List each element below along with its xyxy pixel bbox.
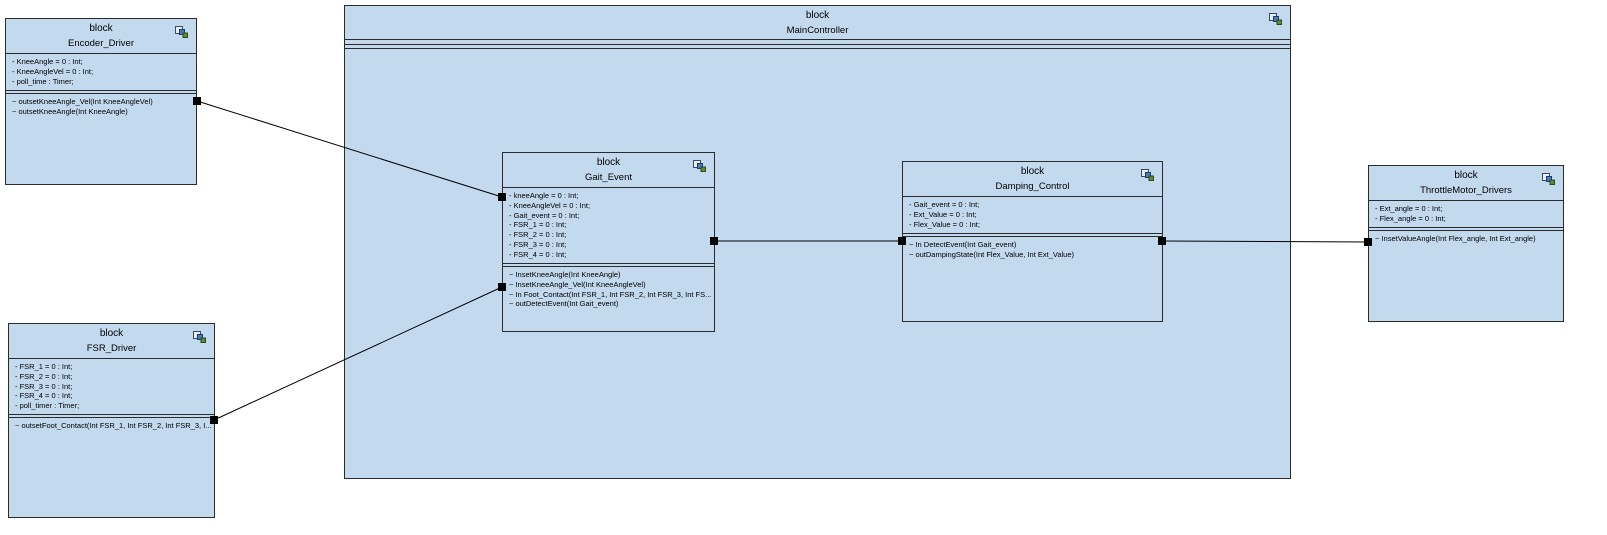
attribute-line: - KneeAngleVel = 0 : Int; [12,66,94,76]
attributes-compartment: - Ext_angle = 0 : Int;- Flex_angle = 0 :… [1369,201,1563,227]
block-throttle-motor-drivers[interactable]: block ThrottleMotor_Drivers - Ext_angle … [1368,165,1564,322]
attribute-line: - Flex_Value = 0 : Int; [909,219,980,229]
block-header: block Encoder_Driver [6,19,196,54]
block-header: block Damping_Control [903,162,1162,197]
compartment-divider [1369,227,1563,231]
attribute-line: - FSR_4 = 0 : Int; [509,249,567,259]
operation-line: ~ outsetKneeAngle(Int KneeAngle) [12,106,128,116]
block-element-icon [1269,13,1282,25]
attributes-compartment: - FSR_1 = 0 : Int;- FSR_2 = 0 : Int;- FS… [9,359,214,414]
attributes-compartment: - kneeAngle = 0 : Int;- KneeAngleVel = 0… [503,188,714,263]
compartment-divider [6,90,196,94]
operation-line: ~ InsetKneeAngle_Vel(Int KneeAngleVel) [509,279,646,289]
attribute-line: - Flex_angle = 0 : Int; [1375,213,1446,223]
block-header: block ThrottleMotor_Drivers [1369,166,1563,201]
operations-compartment: ~ outsetKneeAngle_Vel(Int KneeAngleVel)~… [6,94,196,120]
compartment-divider [345,40,1290,49]
port-gait-foot-in[interactable] [498,283,506,291]
operations-compartment: ~ InsetKneeAngle(Int KneeAngle)~ InsetKn… [503,267,714,312]
block-encoder-driver[interactable]: block Encoder_Driver - KneeAngle = 0 : I… [5,18,197,185]
block-name: Gait_Event [585,172,632,183]
attribute-line: - Ext_angle = 0 : Int; [1375,204,1443,213]
compartment-divider [503,263,714,267]
block-gait-event[interactable]: block Gait_Event - kneeAngle = 0 : Int;-… [502,152,715,332]
block-stereotype: block [1020,166,1045,177]
block-element-icon [1141,169,1154,181]
operations-compartment: ~ InsetValueAngle(Int Flex_angle, Int Ex… [1369,231,1563,247]
attribute-line: - poll_timer : Timer; [15,401,80,411]
operation-line: ~ InsetKneeAngle(Int KneeAngle) [509,270,621,279]
block-element-icon [193,331,206,343]
operation-line: ~ outDetectEvent(Int Gait_event) [509,299,619,309]
attribute-line: - FSR_3 = 0 : Int; [15,381,73,391]
operation-line: ~ In Foot_Contact(Int FSR_1, Int FSR_2, … [509,289,712,299]
attribute-line: - KneeAngle = 0 : Int; [12,57,83,66]
attribute-line: - FSR_2 = 0 : Int; [509,230,567,240]
block-stereotype: block [89,23,113,34]
attributes-compartment: - Gait_event = 0 : Int;- Ext_Value = 0 :… [903,197,1162,233]
port-throttle-in[interactable] [1364,238,1372,246]
operation-line: ~ outDampingState(Int Flex_Value, Int Ex… [909,249,1075,259]
block-fsr-driver[interactable]: block FSR_Driver - FSR_1 = 0 : Int;- FSR… [8,323,215,518]
compartment-divider [903,233,1162,237]
block-name: Damping_Control [995,181,1070,192]
port-encoder-out[interactable] [193,97,201,105]
operations-compartment: ~ outsetFoot_Contact(Int FSR_1, Int FSR_… [9,418,214,434]
operations-compartment: ~ In DetectEvent(Int Gait_event)~ outDam… [903,237,1162,263]
attribute-line: - kneeAngle = 0 : Int; [509,191,579,200]
attribute-line: - poll_time : Timer; [12,76,74,86]
attribute-line: - KneeAngleVel = 0 : Int; [509,200,591,210]
attribute-line: - FSR_4 = 0 : Int; [15,391,73,401]
operation-line: ~ In DetectEvent(Int Gait_event) [909,240,1017,249]
block-header: block FSR_Driver [9,324,214,359]
attribute-line: - Gait_event = 0 : Int; [509,210,580,220]
block-damping-control[interactable]: block Damping_Control - Gait_event = 0 :… [902,161,1163,322]
block-element-icon [1542,173,1555,185]
block-element-icon [175,26,188,38]
block-name: Encoder_Driver [68,38,134,49]
block-stereotype: block [596,157,621,168]
attribute-line: - FSR_1 = 0 : Int; [15,362,73,371]
port-damping-in[interactable] [898,237,906,245]
block-element-icon [693,160,706,172]
port-gait-event-out[interactable] [710,237,718,245]
attribute-line: - FSR_3 = 0 : Int; [509,239,567,249]
attribute-line: - Gait_event = 0 : Int; [909,200,980,209]
block-name: MainController [786,25,849,36]
attribute-line: - FSR_1 = 0 : Int; [509,220,567,230]
compartment-divider [9,414,214,418]
block-header: block MainController [345,6,1290,40]
block-stereotype: block [805,10,830,21]
port-damping-out[interactable] [1158,237,1166,245]
port-fsr-out[interactable] [210,416,218,424]
operation-line: ~ outsetKneeAngle_Vel(Int KneeAngleVel) [12,97,153,106]
port-gait-knee-in[interactable] [498,193,506,201]
block-name: ThrottleMotor_Drivers [1420,185,1512,196]
operation-line: ~ InsetValueAngle(Int Flex_angle, Int Ex… [1375,234,1536,243]
block-stereotype: block [99,328,124,339]
attribute-line: - FSR_2 = 0 : Int; [15,371,73,381]
block-header: block Gait_Event [503,153,714,188]
block-stereotype: block [1454,170,1478,181]
operation-line: ~ outsetFoot_Contact(Int FSR_1, Int FSR_… [15,421,212,430]
attributes-compartment: - KneeAngle = 0 : Int;- KneeAngleVel = 0… [6,54,196,90]
attribute-line: - Ext_Value = 0 : Int; [909,209,977,219]
block-name: FSR_Driver [86,343,137,354]
